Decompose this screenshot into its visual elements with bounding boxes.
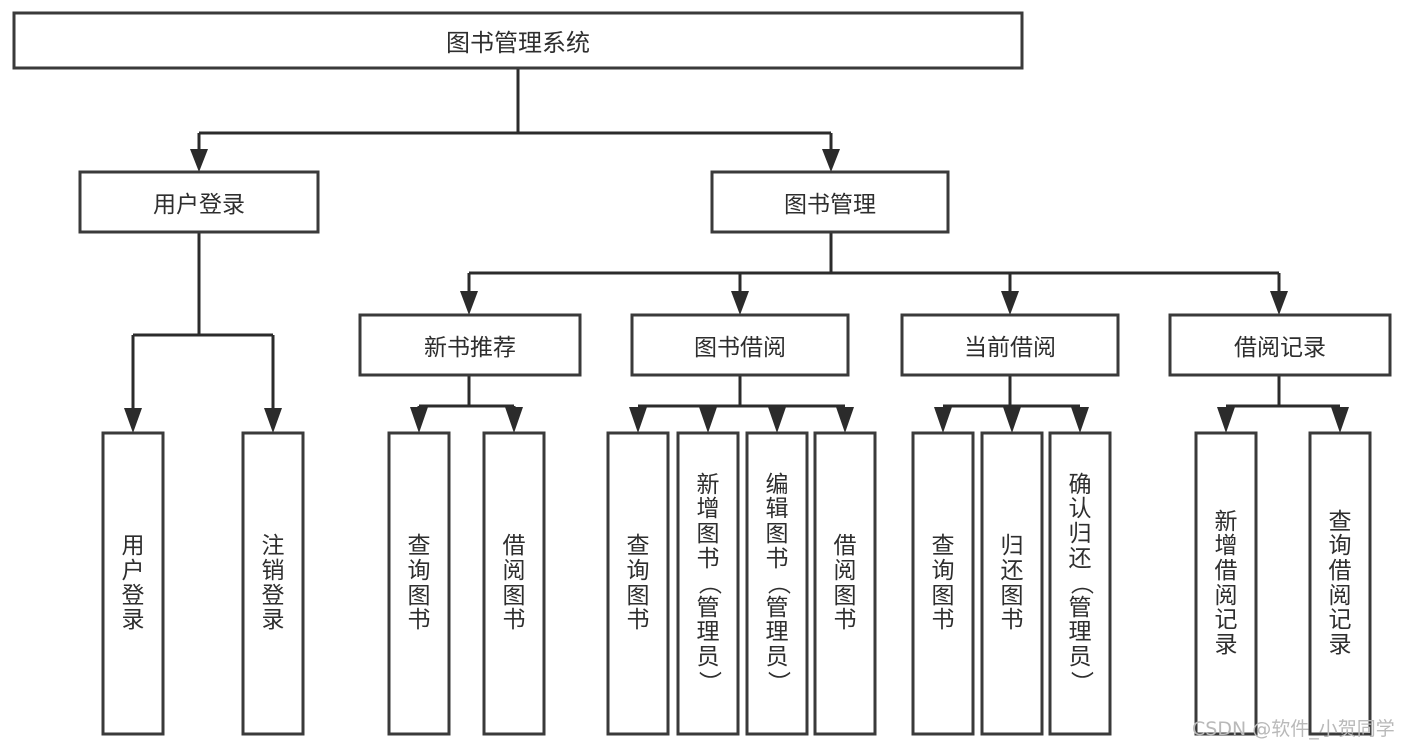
node-box-book-borrow[interactable] <box>630 313 850 377</box>
arrowhead-borrow-leaf-3 <box>768 407 786 433</box>
node-box-leaf-5[interactable] <box>676 431 740 736</box>
arrowhead-borrow-leaf-4 <box>836 407 854 433</box>
connector-group-book-mgmt <box>460 232 1288 315</box>
arrowhead-current-leaf-2 <box>1003 407 1021 433</box>
arrowhead-bookmgmt-borrow <box>731 291 749 315</box>
arrowhead-root-to-user-login <box>190 149 208 172</box>
node-box-leaf-11[interactable] <box>1194 431 1258 736</box>
arrowhead-userlogin-leaf-2 <box>264 408 282 433</box>
connector-group-current <box>934 375 1089 433</box>
node-box-leaf-6[interactable] <box>745 431 809 736</box>
arrowhead-records-leaf-2 <box>1331 407 1349 433</box>
node-box-leaf-4[interactable] <box>606 431 670 736</box>
node-box-leaf-1[interactable] <box>241 431 305 736</box>
node-box-leaf-10[interactable] <box>1048 431 1112 736</box>
arrowhead-current-leaf-3 <box>1071 407 1089 433</box>
node-box-leaf-0[interactable] <box>101 431 165 736</box>
node-box-leaf-2[interactable] <box>387 431 451 736</box>
arrowhead-bookmgmt-current <box>1001 291 1019 315</box>
node-box-borrow-records[interactable] <box>1168 313 1392 377</box>
arrowhead-records-leaf-1 <box>1217 407 1235 433</box>
node-box-leaf-3[interactable] <box>482 431 546 736</box>
arrowhead-userlogin-leaf-1 <box>124 408 142 433</box>
node-box-leaf-9[interactable] <box>980 431 1044 736</box>
node-box-book-management[interactable] <box>710 170 950 234</box>
connector-group-borrow <box>629 375 854 433</box>
arrowhead-borrow-leaf-2 <box>699 407 717 433</box>
node-box-current-borrow[interactable] <box>900 313 1120 377</box>
node-box-new-book-recommend[interactable] <box>358 313 582 377</box>
arrowhead-root-to-book-mgmt <box>822 149 840 172</box>
node-box-leaf-7[interactable] <box>813 431 877 736</box>
connector-group-new-books <box>410 375 523 433</box>
arrowhead-bookmgmt-new-books <box>460 291 478 315</box>
connector-group-root <box>190 68 840 172</box>
connector-group-records <box>1217 375 1349 433</box>
node-box-leaf-12[interactable] <box>1308 431 1372 736</box>
arrowhead-bookmgmt-records <box>1270 291 1288 315</box>
arrowhead-borrow-leaf-1 <box>629 407 647 433</box>
arrowhead-newbooks-leaf-2 <box>505 407 523 433</box>
node-box-user-login[interactable] <box>78 170 320 234</box>
node-box-leaf-8[interactable] <box>911 431 975 736</box>
node-box-root[interactable] <box>12 11 1024 70</box>
connector-group-user-login <box>124 232 282 433</box>
arrowhead-newbooks-leaf-1 <box>410 407 428 433</box>
arrowhead-current-leaf-1 <box>934 407 952 433</box>
